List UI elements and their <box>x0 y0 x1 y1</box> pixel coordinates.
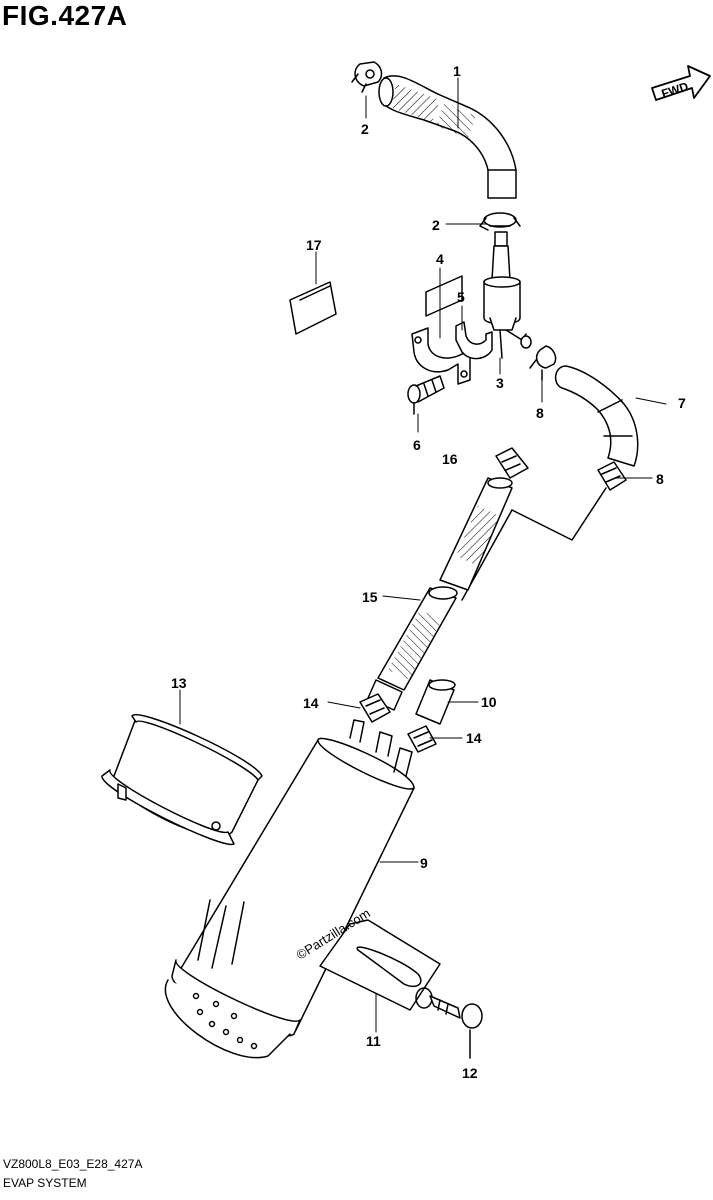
callout-14-right: 14 <box>466 730 482 746</box>
fwd-arrow-icon: FWD <box>651 65 711 101</box>
callout-2-lower: 2 <box>432 217 440 233</box>
part-11-bracket <box>319 919 441 1011</box>
callout-2-upper: 2 <box>361 121 369 137</box>
callout-7: 7 <box>678 395 686 411</box>
callout-8-upper: 8 <box>536 405 544 421</box>
part-2-clamp-lower <box>479 212 521 231</box>
callout-17: 17 <box>306 237 322 253</box>
callout-10: 10 <box>481 694 497 710</box>
part-13-cover <box>101 714 263 846</box>
part-12-bolt <box>429 995 483 1059</box>
part-7-hose <box>554 365 639 467</box>
part-14-clamp-left <box>359 693 391 723</box>
part-14-clamp-right <box>407 725 437 753</box>
part-5-clamp-band <box>455 321 493 360</box>
part-8-clamp-upper <box>529 345 557 381</box>
fwd-label: FWD <box>660 79 691 101</box>
callout-6: 6 <box>413 437 421 453</box>
part-8-clamp-lower <box>597 461 627 491</box>
callout-13: 13 <box>171 675 187 691</box>
footer-figure-code: VZ800L8_E03_E28_427A <box>3 1157 143 1171</box>
leader-lines <box>179 77 667 1033</box>
part-10-cap <box>415 679 456 725</box>
figure-title: FIG.427A <box>2 0 128 31</box>
callout-4: 4 <box>436 251 444 267</box>
part-2-clamp-upper <box>351 61 383 93</box>
callout-3: 3 <box>496 375 504 391</box>
part-1-hose <box>378 75 517 199</box>
callout-1: 1 <box>453 63 461 79</box>
footer-section-name: EVAP SYSTEM <box>3 1176 87 1190</box>
part-9-canister <box>164 719 415 1059</box>
callout-14-left: 14 <box>303 695 319 711</box>
callout-5: 5 <box>457 289 465 305</box>
callout-8-lower: 8 <box>656 471 664 487</box>
callout-labels: 1 2 2 3 4 5 6 7 8 8 9 10 11 12 13 14 14 … <box>171 63 686 1081</box>
part-4-bracket <box>411 275 471 385</box>
callout-9: 9 <box>420 855 428 871</box>
part-15-hose <box>367 477 513 711</box>
callout-16: 16 <box>442 451 458 467</box>
part-17-label <box>289 281 337 335</box>
part-16-clamp <box>495 447 529 479</box>
part-3-valve <box>483 231 532 359</box>
leader-line-8-16 <box>511 487 607 541</box>
callout-11: 11 <box>366 1033 381 1049</box>
callout-12: 12 <box>462 1065 478 1081</box>
callout-15: 15 <box>362 589 378 605</box>
part-6-screw <box>407 375 445 415</box>
